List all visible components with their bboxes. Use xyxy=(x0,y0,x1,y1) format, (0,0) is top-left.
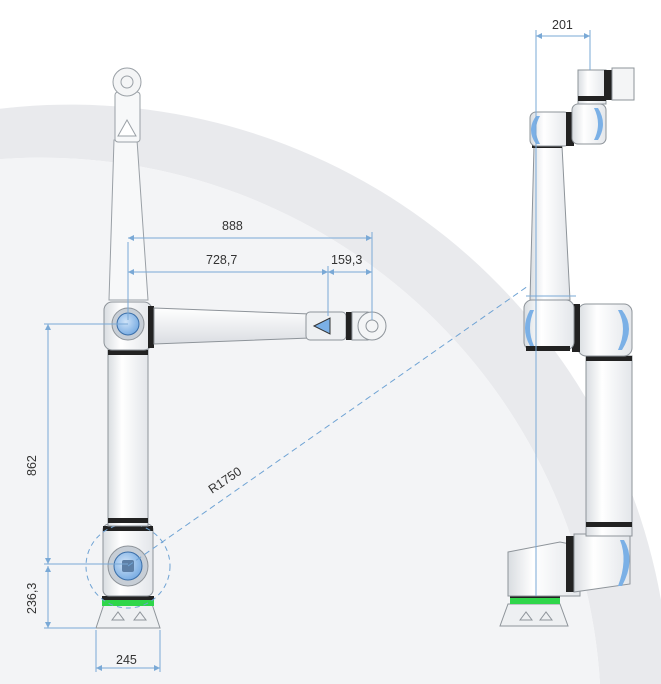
raised-arm-ghost xyxy=(108,67,149,301)
base-joint-dashed-circle xyxy=(85,523,171,609)
dim-159-3-label: 159,3 xyxy=(331,253,362,267)
dim-201-label: 201 xyxy=(552,18,573,32)
status-ring xyxy=(102,600,154,606)
front-view-robot xyxy=(85,67,387,629)
side-dimension-lines xyxy=(526,30,591,596)
wrist-triangle-button xyxy=(312,317,331,335)
dim-888-label: 888 xyxy=(222,219,243,233)
front-dimension-arrows xyxy=(45,235,372,671)
side-dimension-arrows xyxy=(536,33,590,39)
elbow-joint xyxy=(103,301,154,351)
front-upper-arm xyxy=(107,329,149,527)
dim-862-label: 862 xyxy=(25,455,39,476)
front-dimension-lines xyxy=(44,232,373,672)
dim-236-3-label: 236,3 xyxy=(25,583,39,614)
front-forearm xyxy=(153,307,387,345)
wrist-ghost-flange xyxy=(112,67,142,97)
dim-245-label: 245 xyxy=(116,653,137,667)
front-base xyxy=(95,596,161,629)
side-view-robot xyxy=(499,67,635,627)
background-arc-outer xyxy=(0,104,661,684)
side-status-ring xyxy=(510,598,560,604)
wrist-ghost-triangle xyxy=(117,118,137,137)
dim-728-7-label: 728,7 xyxy=(206,253,237,267)
